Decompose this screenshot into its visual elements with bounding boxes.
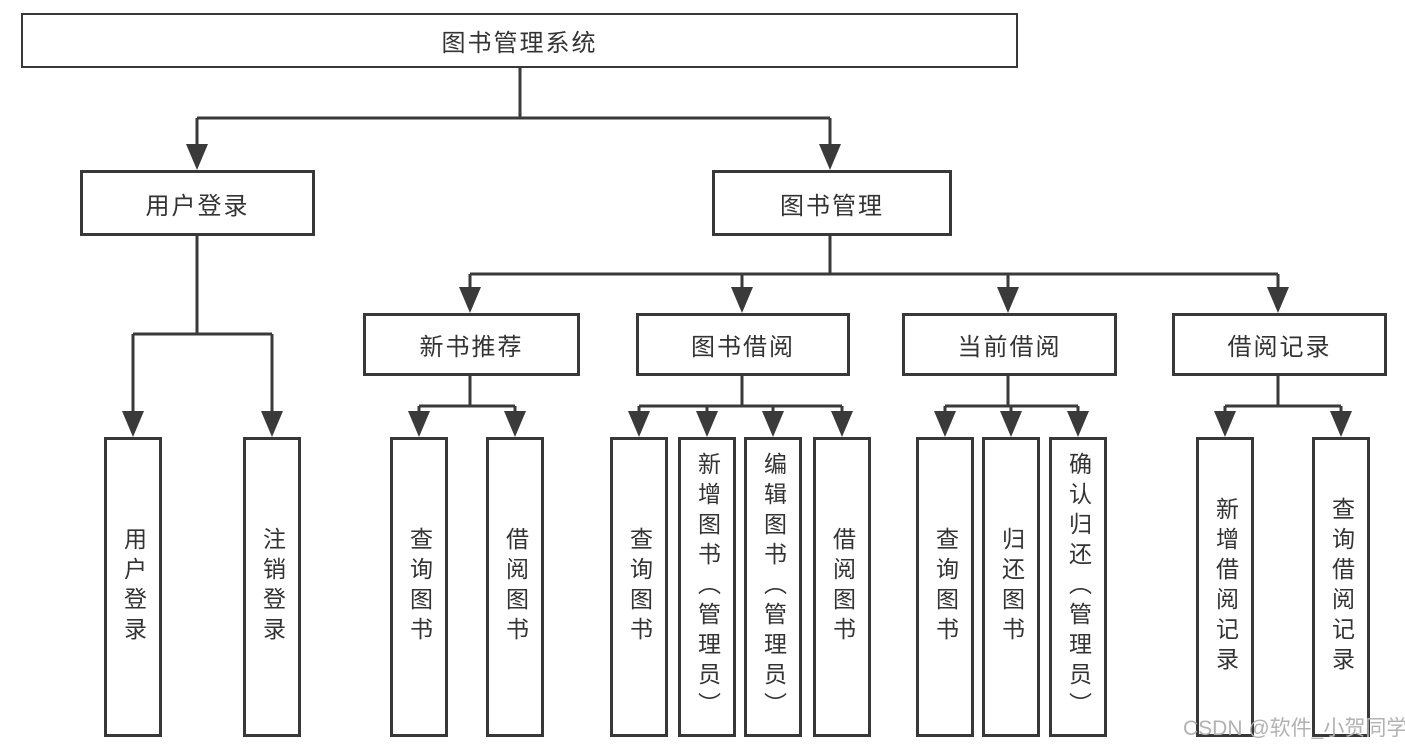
- leaf-user-login: 用户登录: [104, 437, 162, 737]
- node-borrow-records: 借阅记录: [1172, 313, 1387, 376]
- leaf-cb-query-books: 查询图书: [916, 437, 974, 737]
- leaf-logout: 注销登录: [243, 437, 301, 737]
- leaf-cb-return-books: 归还图书: [982, 437, 1040, 737]
- node-root: 图书管理系统: [21, 13, 1018, 68]
- leaf-bb-query-books: 查询图书: [610, 437, 668, 737]
- watermark: CSDN @软件_小贺同学: [1183, 717, 1405, 740]
- leaf-nbr-borrow-books: 借阅图书: [486, 437, 544, 737]
- leaf-br-query-record: 查询借阅记录: [1312, 437, 1370, 737]
- leaf-cb-confirm-return-admin: 确认归还（管理员）: [1049, 437, 1107, 737]
- leaf-bb-borrow-books: 借阅图书: [813, 437, 871, 737]
- node-new-book-recommend: 新书推荐: [363, 313, 580, 376]
- connector-lines: [131, 68, 1343, 413]
- leaf-bb-edit-books-admin: 编辑图书（管理员）: [744, 437, 802, 737]
- leaf-nbr-query-books: 查询图书: [390, 437, 448, 737]
- node-book-management: 图书管理: [712, 170, 952, 236]
- leaf-br-add-record: 新增借阅记录: [1196, 437, 1254, 737]
- arrowhead-icons: [122, 144, 1352, 437]
- leaf-bb-add-books-admin: 新增图书（管理员）: [678, 437, 736, 737]
- node-current-borrow: 当前借阅: [902, 313, 1117, 376]
- node-book-borrow: 图书借阅: [636, 313, 850, 376]
- node-user-login: 用户登录: [80, 170, 315, 236]
